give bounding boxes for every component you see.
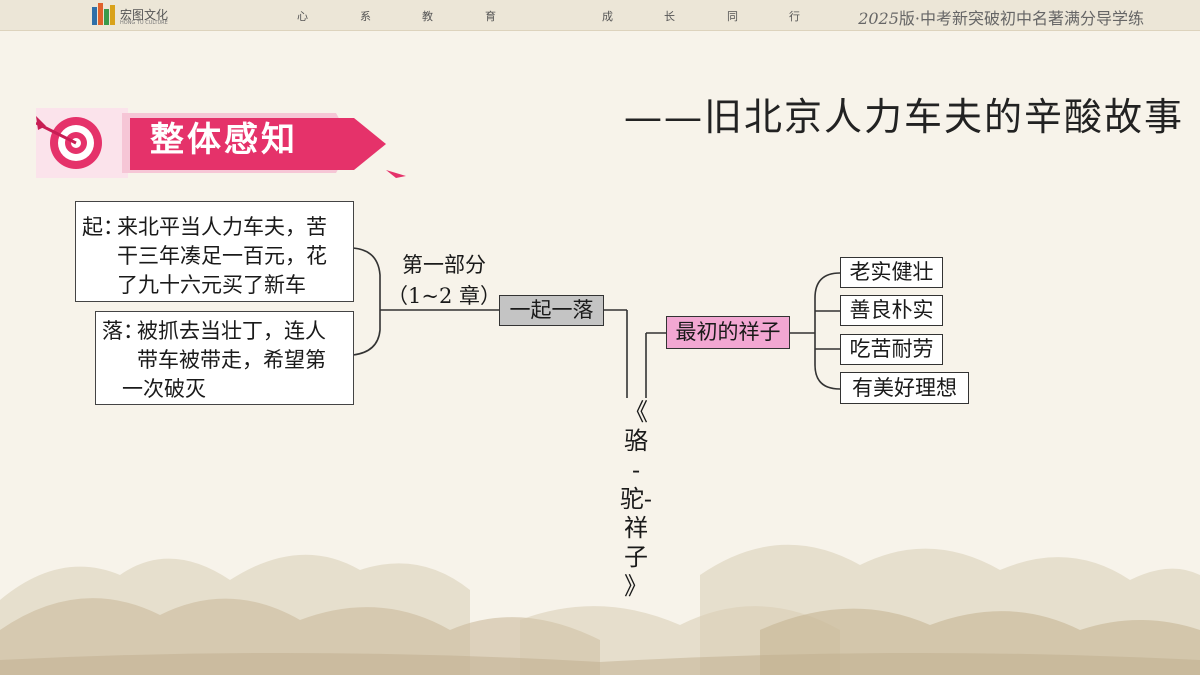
slogan-char: 成 xyxy=(602,10,613,23)
book-title-char: 骆 xyxy=(624,427,648,455)
part-chapters: （1~2 章） xyxy=(387,284,501,308)
slogan-char: 教 xyxy=(422,10,433,23)
fall-line: 一次破灭 xyxy=(122,377,206,401)
fall-line: 带车被带走，希望第 xyxy=(137,348,326,372)
traits-node: 最初的祥子 xyxy=(666,316,790,349)
mountain-background xyxy=(0,544,1200,675)
trait-item: 吃苦耐劳 xyxy=(840,334,943,365)
book-title: 《 骆 -驼- 祥 子 》 xyxy=(616,398,656,601)
trait-item: 有美好理想 xyxy=(840,372,969,404)
series-year: 2025 xyxy=(858,9,899,28)
slogan-char: 同 xyxy=(727,10,738,23)
book-title-char: 《 xyxy=(624,398,648,426)
header-bar: 宏图文化 HONG TU CULTURE 心 系 教 育 成 长 同 行 202… xyxy=(0,0,1200,31)
book-title-char: -驼- xyxy=(619,456,653,513)
logo-subtext: HONG TU CULTURE xyxy=(120,20,168,26)
rise-key: 起： xyxy=(82,215,124,239)
logo-name: 宏图文化 xyxy=(120,8,169,22)
slogan-char: 行 xyxy=(789,10,800,23)
fall-line: 被抓去当壮丁，连人 xyxy=(137,319,326,343)
series-name: 版·中考新突破初中名著满分导学练 xyxy=(898,9,1144,28)
book-title-char: 》 xyxy=(624,572,648,600)
logo-books-icon xyxy=(92,3,118,27)
series-title: 2025版·中考新突破初中名著满分导学练 xyxy=(858,5,1144,29)
section-badge xyxy=(36,108,406,178)
trait-item: 善良朴实 xyxy=(840,295,943,326)
part-node: 一起一落 xyxy=(499,295,604,326)
rise-box: 起： 来北平当人力车夫，苦 干三年凑足一百元，花 了九十六元买了新车 xyxy=(75,201,354,302)
rise-line: 了九十六元买了新车 xyxy=(117,273,306,297)
fall-key: 落： xyxy=(102,319,144,343)
book-title-char: 子 xyxy=(624,543,648,571)
book-title-char: 祥 xyxy=(624,514,648,542)
rise-line: 干三年凑足一百元，花 xyxy=(117,244,327,268)
slogan-char: 系 xyxy=(360,10,371,23)
part-label: 第一部分 xyxy=(402,253,486,277)
section-subtitle: ——旧北京人力车夫的辛酸故事 xyxy=(624,95,1185,139)
slogan-char: 育 xyxy=(485,10,496,23)
rise-line: 来北平当人力车夫，苦 xyxy=(117,215,327,239)
trait-item: 老实健壮 xyxy=(840,257,943,288)
slogan-char: 心 xyxy=(297,10,308,23)
fall-box: 落： 被抓去当壮丁，连人 带车被带走，希望第 一次破灭 xyxy=(95,311,354,405)
slogan-char: 长 xyxy=(664,10,675,23)
section-title: 整体感知 xyxy=(150,120,298,160)
